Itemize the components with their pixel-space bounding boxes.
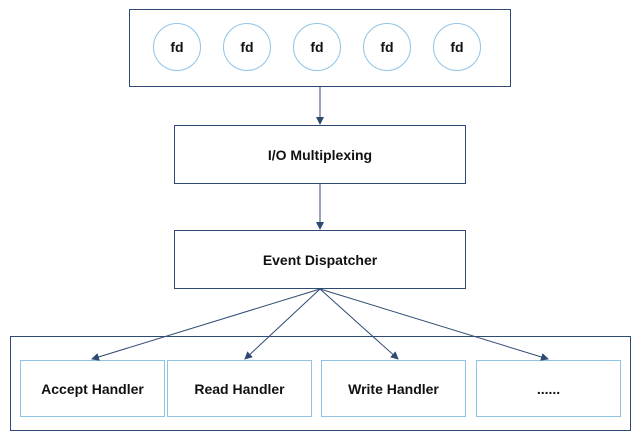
- event-dispatcher-box: Event Dispatcher: [174, 230, 466, 289]
- read-handler-label: Read Handler: [194, 380, 285, 397]
- more-handlers-label: ......: [536, 380, 561, 397]
- fd-node: fd: [153, 23, 201, 71]
- event-dispatcher-label: Event Dispatcher: [262, 251, 378, 268]
- read-handler-box: Read Handler: [167, 360, 312, 417]
- fd-node: fd: [363, 23, 411, 71]
- io-multiplexing-box: I/O Multiplexing: [174, 125, 466, 184]
- fd-node: fd: [433, 23, 481, 71]
- accept-handler-box: Accept Handler: [20, 360, 165, 417]
- write-handler-box: Write Handler: [321, 360, 466, 417]
- fd-group-container: fd fd fd fd fd: [129, 9, 511, 87]
- fd-node: fd: [293, 23, 341, 71]
- io-multiplexing-label: I/O Multiplexing: [267, 146, 373, 163]
- handlers-container: Accept Handler Read Handler Write Handle…: [10, 336, 631, 431]
- fd-node: fd: [223, 23, 271, 71]
- more-handlers-box: ......: [476, 360, 621, 417]
- accept-handler-label: Accept Handler: [41, 380, 144, 397]
- write-handler-label: Write Handler: [348, 380, 439, 397]
